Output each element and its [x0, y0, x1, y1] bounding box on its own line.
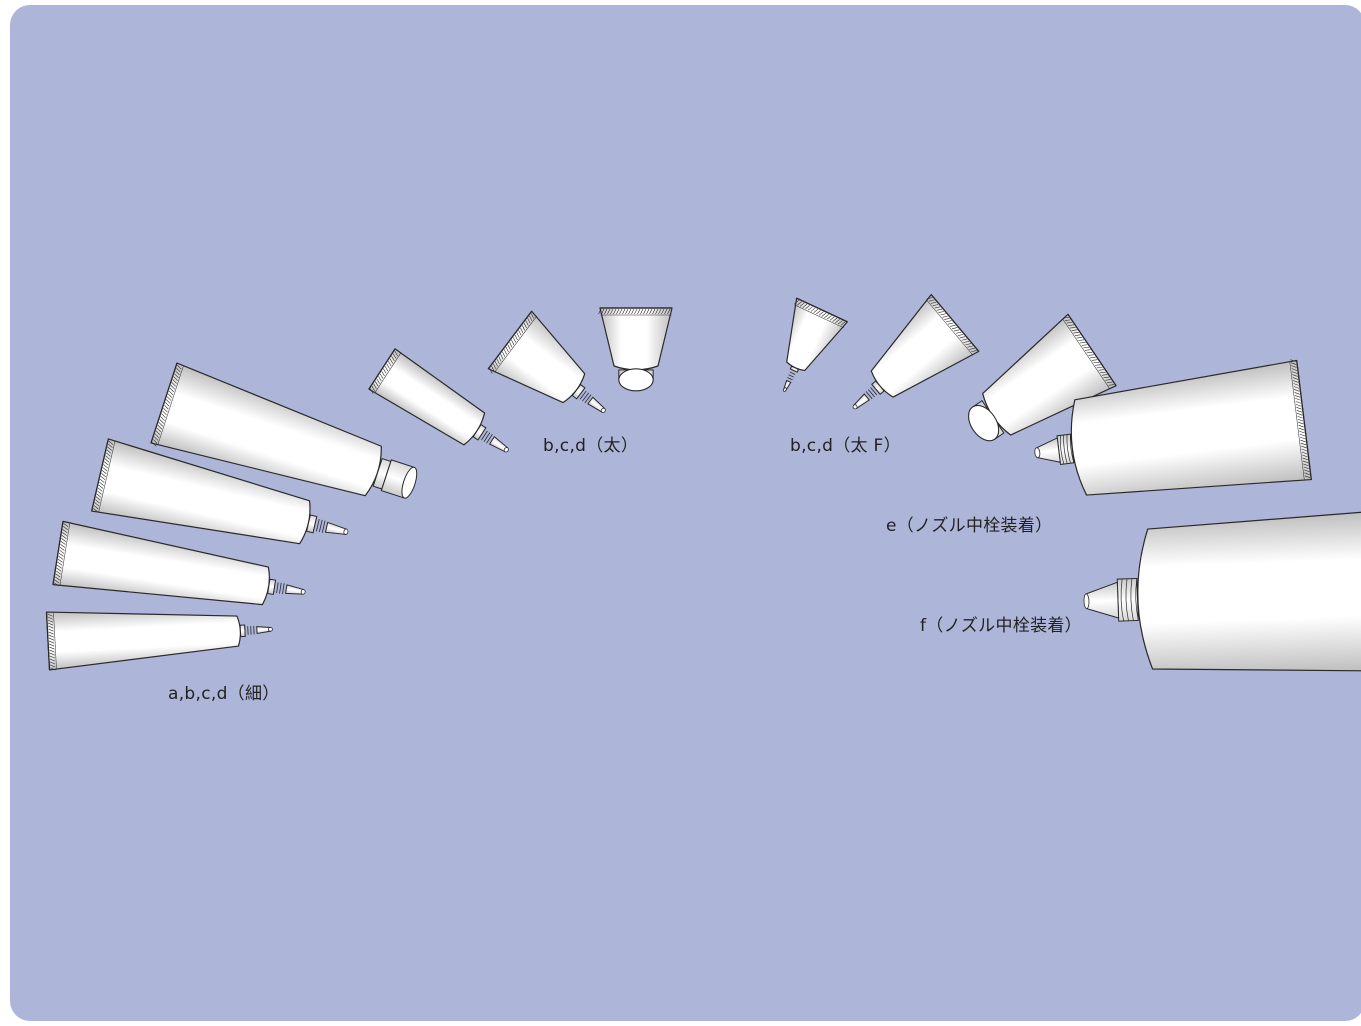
label-thin: a,b,c,d（細） [168, 684, 280, 704]
tube-thick-2 [487, 310, 606, 413]
crimp-hatch [1063, 317, 1115, 386]
tube-thin-4 [150, 362, 418, 499]
label-thick: b,c,d（太） [543, 436, 639, 456]
crimp-hatch [152, 365, 182, 447]
crimp-hatch [47, 613, 56, 671]
crimp-hatch [598, 308, 671, 315]
tube-thick-f-2 [852, 294, 980, 410]
crimp-hatch [93, 440, 114, 513]
label-nozzle-f: f（ノズル中栓装着） [920, 616, 1082, 636]
label-thick-f: b,c,d（太 F） [790, 436, 901, 456]
tube-thin-1 [45, 611, 273, 671]
crimp-hatch [54, 523, 69, 587]
tube-thin-3 [91, 438, 349, 545]
threaded-neck [1116, 577, 1139, 622]
crimp-hatch [926, 297, 977, 353]
diagram-panel: a,b,c,d（細） b,c,d（太） b,c,d（太 F） e（ノズル中栓装着… [10, 5, 1361, 1021]
tube-thick-1 [368, 348, 509, 453]
tube-thick-f-3 [968, 313, 1117, 442]
tube-nozzle-e [1034, 359, 1312, 496]
tube-thick-f-1 [783, 297, 848, 392]
tube-thin-2 [52, 520, 306, 606]
crimp-hatch [370, 350, 398, 394]
tube-illustration [45, 294, 1361, 672]
crimp-hatch [489, 313, 535, 374]
tube-thick-3 [598, 307, 673, 392]
crimp-hatch [1290, 359, 1311, 478]
crimp-hatch [794, 300, 846, 326]
label-nozzle-e: e（ノズル中栓装着） [886, 516, 1053, 536]
tube-nozzle-f [1083, 510, 1361, 672]
